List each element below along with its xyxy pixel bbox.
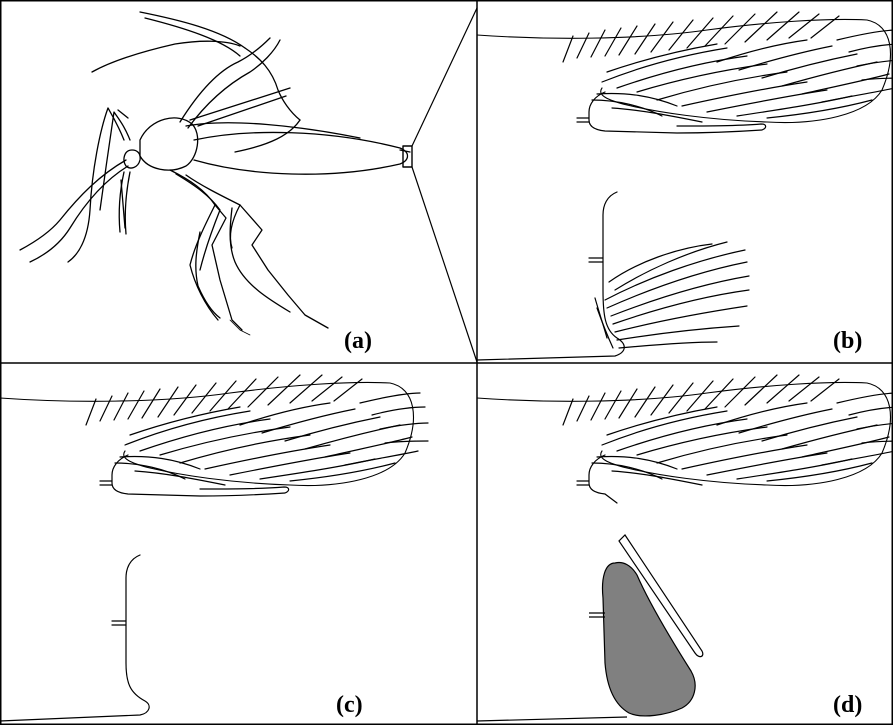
wing-vein-upper [577,92,766,133]
zoom-connector-lines [412,8,477,362]
panel-label-c: (c) [336,692,363,718]
hairy-upper-scale [477,12,893,123]
hairy-upper-scale [477,375,893,486]
mosquito-drawing [20,12,412,335]
hairy-upper-scale [0,375,428,486]
panel-label-a: (a) [344,328,372,354]
panel-c [0,375,428,721]
panel-b [477,12,893,360]
lower-bare-lobe [0,555,149,721]
panel-d [477,375,893,721]
panel-label-d: (d) [833,692,862,718]
lower-hairy-lobe [477,192,749,360]
panel-a [20,8,477,362]
wing-vein-upper [100,455,289,496]
grey-lower-scale [477,563,695,722]
panel-label-b: (b) [833,328,862,354]
